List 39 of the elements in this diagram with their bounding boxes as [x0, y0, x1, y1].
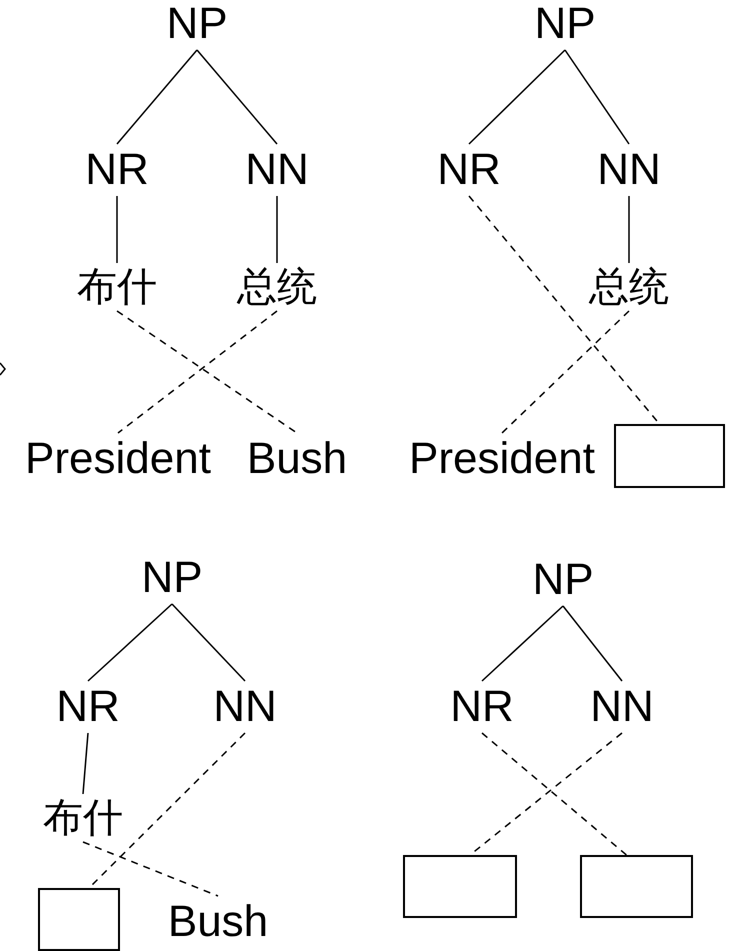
- tree-branch-line: [116, 196, 118, 263]
- tree-branch-line: [82, 732, 89, 794]
- chinese-word: 总统: [237, 267, 317, 307]
- tree-branch-line: [564, 50, 630, 144]
- tree-label: NP: [141, 556, 203, 600]
- dashed-alignment-line: [501, 310, 630, 434]
- dashed-alignment-line: [468, 196, 660, 424]
- empty-box: [403, 855, 517, 918]
- empty-box: [614, 424, 725, 488]
- english-word: President: [25, 437, 211, 481]
- tree-branch-line: [468, 49, 566, 145]
- tree-branch-line: [88, 603, 172, 682]
- english-word: Bush: [168, 900, 268, 944]
- tree-branch-line: [482, 605, 564, 682]
- tree-label: NR: [437, 148, 501, 192]
- tree-branch-line: [628, 196, 630, 263]
- tree-label: NP: [534, 2, 596, 46]
- tree-branch-line: [171, 603, 246, 682]
- tree-label: NP: [166, 2, 228, 46]
- chinese-word: 布什: [43, 798, 123, 838]
- tree-label: NP: [532, 558, 594, 602]
- tree-branch-line: [116, 50, 198, 144]
- tree-label: NR: [56, 685, 120, 729]
- tree-branch-line: [562, 606, 623, 682]
- dashed-alignment-line: [82, 841, 218, 897]
- tree-label: NR: [85, 148, 149, 192]
- tree-label: NR: [450, 685, 514, 729]
- chinese-word: 布什: [77, 267, 157, 307]
- tree-label: NN: [245, 148, 309, 192]
- english-word: Bush: [246, 437, 348, 481]
- tree-label: NN: [213, 685, 277, 729]
- chinese-word: 总统: [589, 267, 669, 307]
- empty-box: [38, 888, 120, 951]
- tree-label: NN: [590, 685, 654, 729]
- tree-label: NN: [597, 148, 661, 192]
- english-word: President: [409, 437, 595, 481]
- tree-branch-line: [276, 196, 278, 263]
- tree-branch-line: [196, 50, 278, 144]
- empty-box: [580, 855, 693, 918]
